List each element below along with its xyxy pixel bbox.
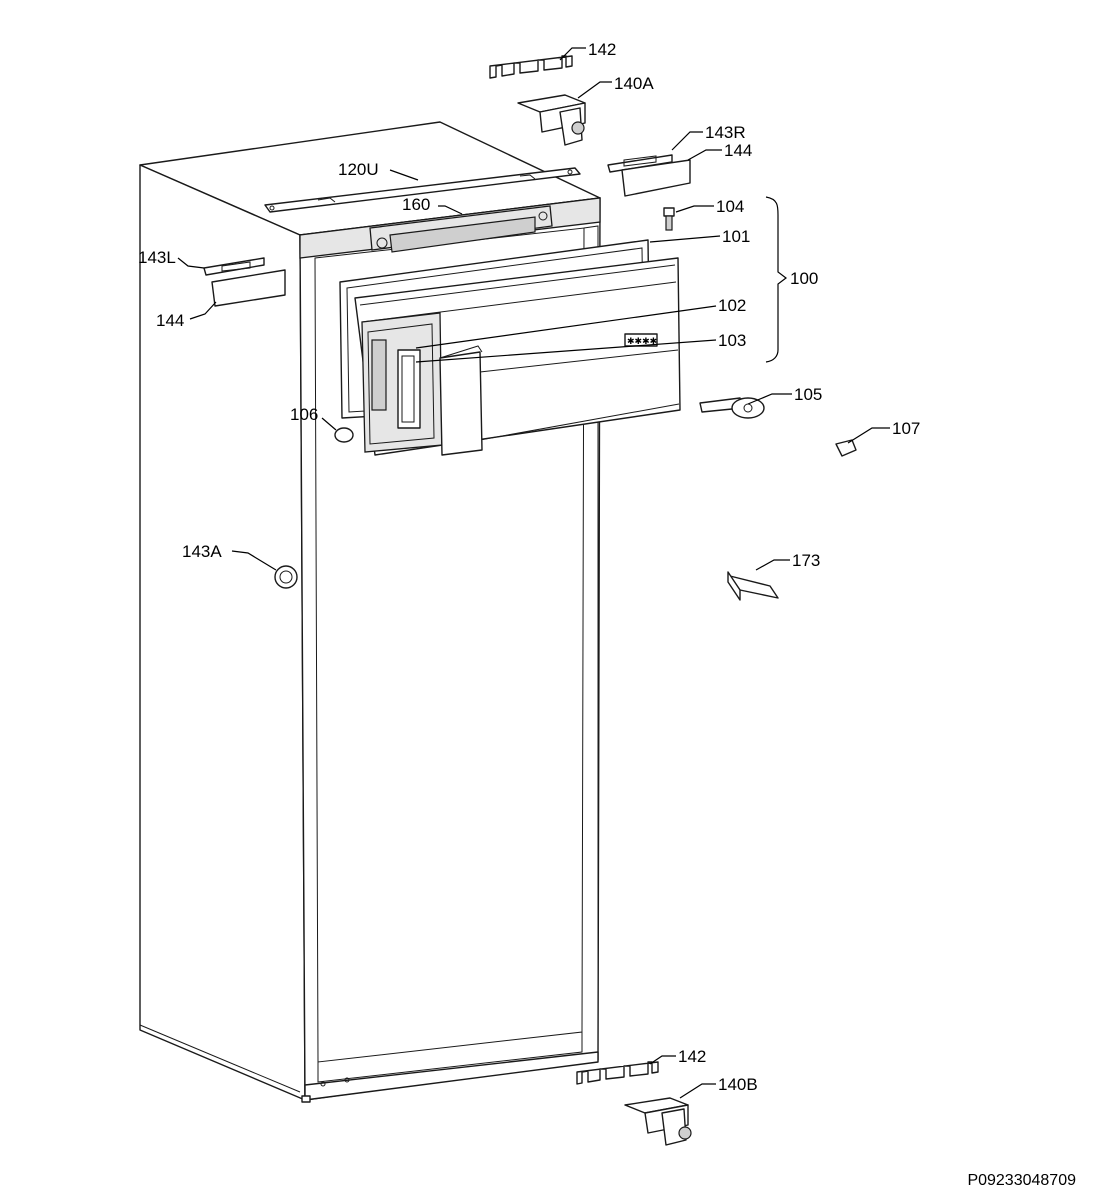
callout-140a: 140A (614, 74, 654, 93)
callout-143l: 143L (138, 248, 176, 267)
leader-lines (177, 47, 890, 1099)
callout-120u: 120U (338, 160, 379, 179)
cover-144-left (211, 269, 286, 307)
callout-143a: 143A (182, 542, 222, 561)
callout-100: 100 (790, 269, 818, 288)
callout-173: 173 (792, 551, 820, 570)
callout-102: 102 (718, 296, 746, 315)
latch-105 (699, 397, 765, 419)
hinge-cover-160 (369, 205, 553, 253)
cap-106 (334, 427, 354, 443)
callout-105: 105 (794, 385, 822, 404)
callout-142-bottom: 142 (678, 1047, 706, 1066)
knob-143a (274, 565, 298, 589)
callout-labels: 142 140A 143R 144 120U 160 104 101 100 1… (138, 40, 920, 1094)
callout-144-left: 144 (156, 311, 184, 330)
assembly-brace (765, 196, 787, 363)
callout-107: 107 (892, 419, 920, 438)
cover-144-right (621, 159, 691, 197)
cover-143l (203, 257, 265, 276)
svg-text:✱✱✱✱: ✱✱✱✱ (627, 336, 657, 346)
callout-142-top: 142 (588, 40, 616, 59)
lamp-104 (663, 207, 675, 231)
hinge-140b (624, 1097, 692, 1146)
spacer-plate-142-top (489, 55, 573, 79)
spacer-plate-142-bottom (576, 1061, 659, 1085)
drawing-number: P09233048709 (967, 1172, 1076, 1189)
callout-103: 103 (718, 331, 746, 350)
top-rail-120u (264, 167, 581, 213)
callout-160: 160 (402, 195, 430, 214)
callout-140b: 140B (718, 1075, 758, 1094)
callout-101: 101 (722, 227, 750, 246)
callout-144-right: 144 (724, 141, 752, 160)
callout-143r: 143R (705, 123, 746, 142)
hinge-140a (517, 94, 586, 146)
bracket-173 (727, 571, 779, 601)
clip-107 (835, 439, 857, 457)
callout-106: 106 (290, 405, 318, 424)
callout-104: 104 (716, 197, 744, 216)
